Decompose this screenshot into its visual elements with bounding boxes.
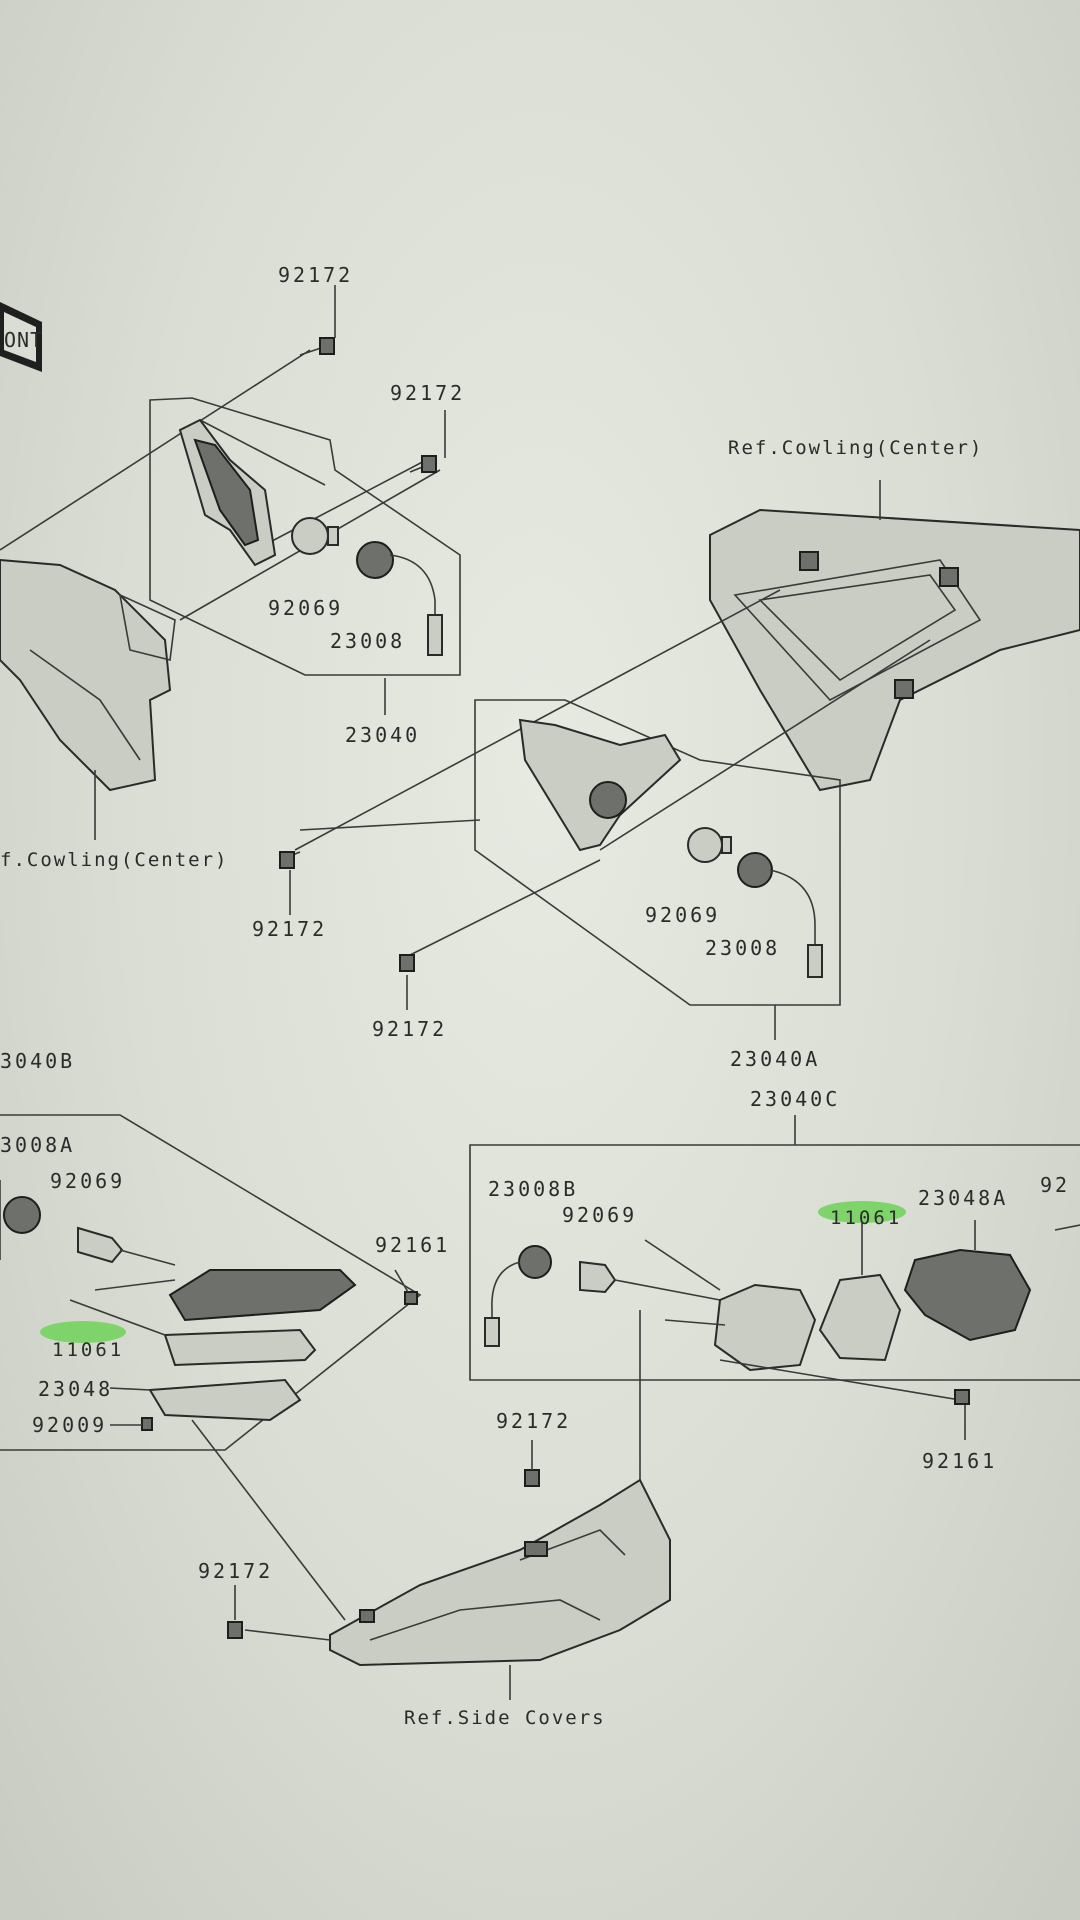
highlight-11061-left: [40, 1321, 126, 1343]
label-92172-f: 92172: [198, 1559, 273, 1583]
label-ref-cowling-left: f.Cowling(Center): [0, 849, 228, 871]
screw-92172-d: [399, 954, 415, 972]
screw-92172-b: [409, 455, 437, 473]
label-92069-a: 92069: [268, 596, 343, 620]
assembly-23040B: 3040B 3008A 92069 92161 11061 23048 9200…: [0, 1049, 796, 1621]
label-92069-c: 92069: [50, 1169, 125, 1193]
label-92161-b: 92161: [922, 1449, 997, 1473]
label-92172-c: 92172: [252, 917, 327, 941]
label-92172-b: 92172: [390, 381, 465, 405]
label-92-cut: 92: [1040, 1173, 1070, 1197]
assembly-23040C: 23008B 92069 11061 23048A 92 92161: [469, 1144, 1080, 1560]
cowling-center-right: Ref.Cowling(Center): [709, 437, 1080, 792]
screw-92172-e: [524, 1469, 540, 1487]
label-23040B: 3040B: [0, 1049, 75, 1073]
label-92172-top: 92172: [278, 263, 353, 287]
assembly-23040A: 92172 92172 92069 23008 23040A 23040C: [252, 589, 931, 1111]
label-23008-a: 23008: [330, 629, 405, 653]
label-23008-b: 23008: [705, 936, 780, 960]
front-tag: ONT: [0, 302, 43, 372]
label-92069-d: 92069: [562, 1203, 637, 1227]
label-92172-e: 92172: [496, 1409, 571, 1433]
label-ref-cowling-right: Ref.Cowling(Center): [728, 437, 983, 459]
label-92069-b: 92069: [645, 903, 720, 927]
label-23048: 23048: [38, 1377, 113, 1401]
screw-92172-top: [299, 337, 335, 356]
screw-92172-c: [279, 851, 301, 869]
label-23008B: 23008B: [488, 1177, 578, 1201]
label-11061-right: 11061: [830, 1207, 902, 1229]
assembly-23040-left: 92172 92172 92069 23008 23040 f.Cowling(…: [0, 263, 465, 871]
label-23040: 23040: [345, 723, 420, 747]
label-23040A: 23040A: [730, 1047, 820, 1071]
highlight-11061-right: [818, 1201, 906, 1223]
front-tag-text: ONT: [4, 328, 43, 352]
label-ref-side-covers: Ref.Side Covers: [404, 1707, 606, 1729]
label-92172-d: 92172: [372, 1017, 447, 1041]
label-11061-left: 11061: [52, 1339, 124, 1361]
label-23048A: 23048A: [918, 1186, 1008, 1210]
label-92009: 92009: [32, 1413, 107, 1437]
label-23008A: 3008A: [0, 1133, 75, 1157]
screw-92172-f: [227, 1621, 331, 1641]
label-92161-a: 92161: [375, 1233, 450, 1257]
side-covers: 92172 92172 Ref.Side Covers: [198, 1409, 671, 1729]
label-23040C: 23040C: [750, 1087, 840, 1111]
